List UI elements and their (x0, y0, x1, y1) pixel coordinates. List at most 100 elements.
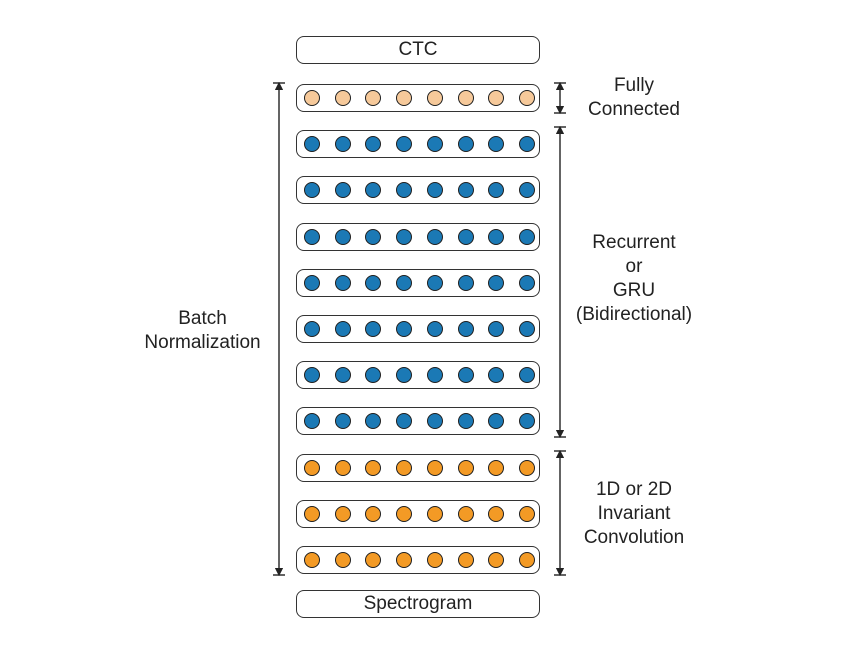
neuron-node (457, 413, 474, 429)
neuron-node (488, 90, 505, 106)
recurrent-bracket (554, 125, 566, 439)
neuron-node (426, 90, 443, 106)
neuron-node (334, 182, 351, 198)
neuron-node (304, 506, 320, 522)
neuron-node (396, 275, 413, 291)
neuron-node (518, 367, 535, 383)
neuron-node (488, 229, 505, 245)
neuron-node (488, 182, 505, 198)
neuron-node (365, 136, 382, 152)
neuron-node (426, 182, 443, 198)
convolution-layer (296, 500, 540, 528)
neuron-node (396, 229, 413, 245)
neuron-node (488, 552, 505, 568)
recurrent-layer (296, 269, 540, 297)
recurrent-layer (296, 361, 540, 389)
neuron-node (365, 552, 382, 568)
neuron-node (457, 136, 474, 152)
recurrent-layer (296, 130, 540, 158)
neuron-node (518, 90, 535, 106)
fully-connected-layer (296, 84, 540, 112)
recurrent-layer (296, 176, 540, 204)
neuron-node (426, 367, 443, 383)
neuron-node (396, 460, 413, 476)
neuron-node (488, 413, 505, 429)
neuron-node (396, 90, 413, 106)
neuron-node (334, 321, 351, 337)
batch-normalization-label: Batch Normalization (144, 308, 261, 353)
neuron-node (426, 506, 443, 522)
neuron-node (518, 506, 535, 522)
recurrent-layer (296, 315, 540, 343)
neuron-node (426, 136, 443, 152)
neuron-node (396, 182, 413, 198)
neuron-node (304, 552, 320, 568)
neuron-node (304, 90, 320, 106)
neuron-node (396, 552, 413, 568)
neuron-node (426, 229, 443, 245)
neuron-node (457, 506, 474, 522)
neuron-node (365, 90, 382, 106)
neuron-node (365, 367, 382, 383)
neuron-node (457, 275, 474, 291)
neuron-node (457, 182, 474, 198)
fully-connected-label: Fully Connected (588, 75, 680, 120)
convolution-layer (296, 454, 540, 482)
convolution-layer (296, 546, 540, 574)
neuron-node (304, 275, 320, 291)
neuron-node (365, 229, 382, 245)
neuron-node (426, 460, 443, 476)
neuron-node (334, 367, 351, 383)
neuron-node (334, 229, 351, 245)
recurrent-layer (296, 407, 540, 435)
neuron-node (334, 275, 351, 291)
neuron-node (457, 321, 474, 337)
neuron-node (304, 460, 320, 476)
neuron-node (518, 552, 535, 568)
convolution-bracket (554, 449, 566, 577)
batch-normalization-bracket (273, 81, 285, 577)
neuron-node (334, 136, 351, 152)
neuron-node (304, 229, 320, 245)
neuron-node (334, 460, 351, 476)
neuron-node (518, 136, 535, 152)
neuron-node (396, 413, 413, 429)
spectrogram-box: Spectrogram (296, 590, 540, 618)
neuron-node (518, 275, 535, 291)
neuron-node (488, 275, 505, 291)
neuron-node (457, 460, 474, 476)
neuron-node (457, 229, 474, 245)
neuron-node (334, 506, 351, 522)
neuron-node (426, 321, 443, 337)
neuron-node (457, 90, 474, 106)
neuron-node (304, 182, 320, 198)
neuron-node (365, 275, 382, 291)
neuron-node (334, 413, 351, 429)
neuron-node (457, 552, 474, 568)
neuron-node (518, 229, 535, 245)
neuron-node (488, 460, 505, 476)
neuron-node (396, 321, 413, 337)
neuron-node (365, 321, 382, 337)
neuron-node (396, 136, 413, 152)
neuron-node (518, 182, 535, 198)
neuron-node (457, 367, 474, 383)
neuron-node (518, 321, 535, 337)
convolution-label: 1D or 2D Invariant Convolution (583, 479, 685, 548)
neuron-node (304, 413, 320, 429)
neuron-node (365, 413, 382, 429)
neuron-node (334, 90, 351, 106)
neuron-node (334, 552, 351, 568)
neuron-node (396, 506, 413, 522)
neuron-node (488, 321, 505, 337)
neuron-node (365, 460, 382, 476)
neuron-node (488, 506, 505, 522)
neuron-node (304, 367, 320, 383)
ctc-box: CTC (296, 36, 540, 64)
recurrent-label: Recurrent or GRU (Bidirectional) (575, 232, 693, 325)
fully-connected-bracket (554, 81, 566, 115)
recurrent-layer (296, 223, 540, 251)
neuron-node (518, 460, 535, 476)
neuron-node (396, 367, 413, 383)
